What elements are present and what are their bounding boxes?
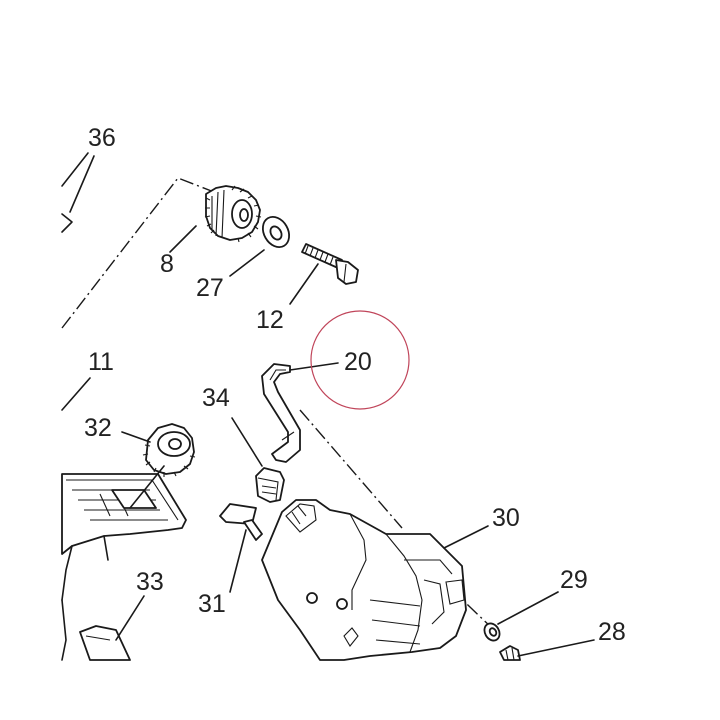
part-11 <box>61 377 91 411</box>
label-34: 34 <box>202 384 230 412</box>
highlight-circle <box>310 310 410 410</box>
left-housing <box>61 465 187 661</box>
label-28: 28 <box>598 618 626 646</box>
washer-29 <box>483 591 559 642</box>
label-36: 36 <box>88 124 116 152</box>
label-27: 27 <box>196 274 224 302</box>
label-29: 29 <box>560 566 588 594</box>
label-30: 30 <box>492 504 520 532</box>
label-31: 31 <box>198 590 226 618</box>
assembly-line-gear <box>61 177 215 329</box>
label-8: 8 <box>160 250 174 278</box>
label-20: 20 <box>344 348 372 376</box>
assembly-line-bracket <box>299 409 403 529</box>
part-33 <box>79 595 145 661</box>
screw-28 <box>499 639 595 661</box>
bolt-12 <box>289 243 359 305</box>
key-31 <box>219 503 263 593</box>
washer-27 <box>229 216 291 277</box>
gear-8 <box>169 185 262 253</box>
label-11: 11 <box>88 348 114 376</box>
part-36 <box>61 152 95 233</box>
block-34 <box>231 417 285 503</box>
label-32: 32 <box>84 414 112 442</box>
gear-32 <box>121 423 196 477</box>
bracket-20 <box>261 362 339 463</box>
label-12: 12 <box>256 306 284 334</box>
label-33: 33 <box>136 568 164 596</box>
housing-30 <box>261 499 489 661</box>
